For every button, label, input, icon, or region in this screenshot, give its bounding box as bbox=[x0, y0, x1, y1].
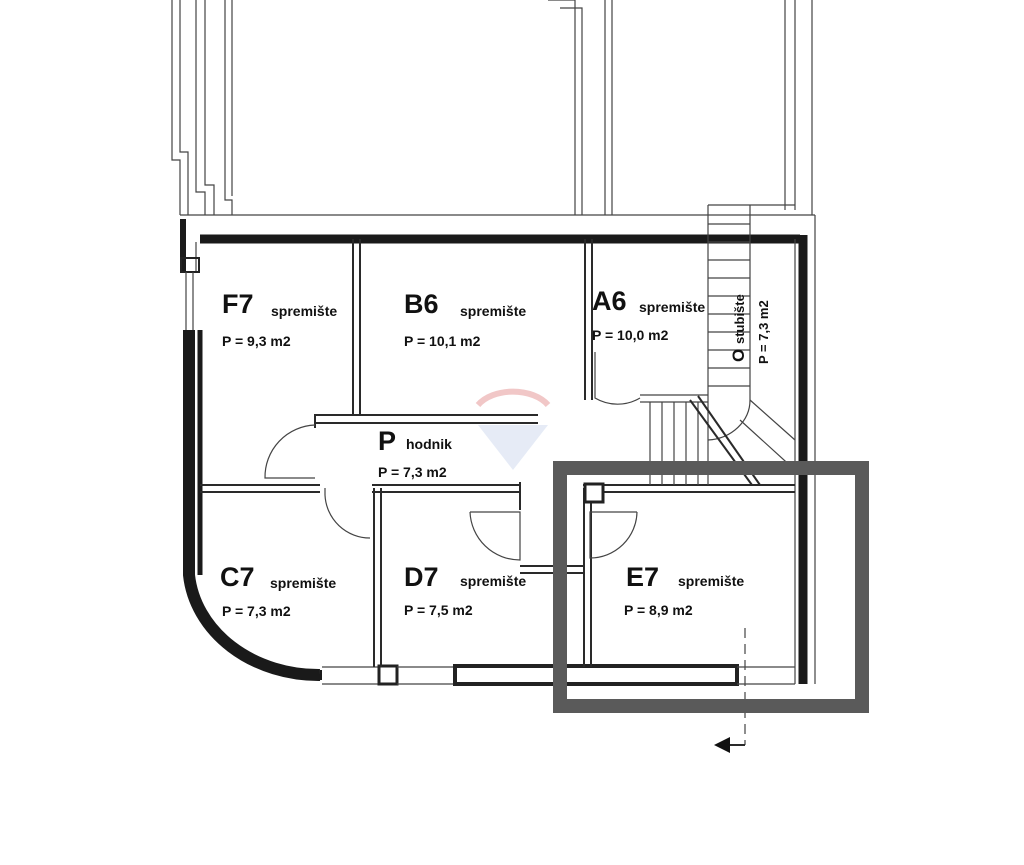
room-b6: B6 spremište P = 10,1 m2 bbox=[404, 289, 526, 349]
room-c7: C7 spremište P = 7,3 m2 bbox=[220, 562, 336, 619]
svg-text:P = 7,3 m2: P = 7,3 m2 bbox=[756, 300, 771, 364]
svg-text:hodnik: hodnik bbox=[406, 436, 452, 452]
door-swings bbox=[264, 352, 641, 561]
watermark-logo bbox=[475, 388, 551, 470]
svg-text:spremište: spremište bbox=[270, 575, 336, 591]
room-a6: A6 spremište P = 10,0 m2 bbox=[592, 286, 705, 343]
room-stubiste: O stubište P = 7,3 m2 bbox=[729, 294, 771, 364]
room-e7: E7 spremište P = 8,9 m2 bbox=[624, 562, 744, 618]
section-marker bbox=[714, 628, 746, 753]
room-hodnik: P hodnik P = 7,3 m2 bbox=[378, 426, 452, 480]
svg-text:spremište: spremište bbox=[639, 299, 705, 315]
svg-text:spremište: spremište bbox=[271, 303, 337, 319]
svg-text:P = 10,1 m2: P = 10,1 m2 bbox=[404, 333, 481, 349]
room-f7: F7 spremište P = 9,3 m2 bbox=[222, 289, 337, 349]
svg-text:P = 7,3 m2: P = 7,3 m2 bbox=[378, 464, 447, 480]
room-d7: D7 spremište P = 7,5 m2 bbox=[404, 562, 526, 618]
svg-text:F7: F7 bbox=[222, 289, 254, 319]
svg-text:C7: C7 bbox=[220, 562, 255, 592]
svg-text:P = 9,3 m2: P = 9,3 m2 bbox=[222, 333, 291, 349]
svg-text:P = 7,5 m2: P = 7,5 m2 bbox=[404, 602, 473, 618]
svg-text:B6: B6 bbox=[404, 289, 439, 319]
svg-text:spremište: spremište bbox=[460, 303, 526, 319]
section-arrow-icon bbox=[714, 737, 730, 753]
svg-text:P: P bbox=[378, 426, 396, 456]
staircase bbox=[640, 204, 796, 486]
upper-building-outline bbox=[171, 0, 813, 215]
svg-text:spremište: spremište bbox=[678, 573, 744, 589]
outer-walls bbox=[180, 214, 816, 686]
interior-walls bbox=[200, 239, 795, 667]
svg-text:A6: A6 bbox=[592, 286, 627, 316]
svg-text:E7: E7 bbox=[626, 562, 659, 592]
svg-text:O: O bbox=[729, 349, 748, 362]
highlight-frame-e7 bbox=[553, 461, 869, 713]
svg-text:D7: D7 bbox=[404, 562, 439, 592]
svg-text:stubište: stubište bbox=[732, 294, 747, 344]
svg-text:spremište: spremište bbox=[460, 573, 526, 589]
svg-text:P = 7,3 m2: P = 7,3 m2 bbox=[222, 603, 291, 619]
svg-text:P = 10,0 m2: P = 10,0 m2 bbox=[592, 327, 669, 343]
svg-text:P = 8,9 m2: P = 8,9 m2 bbox=[624, 602, 693, 618]
